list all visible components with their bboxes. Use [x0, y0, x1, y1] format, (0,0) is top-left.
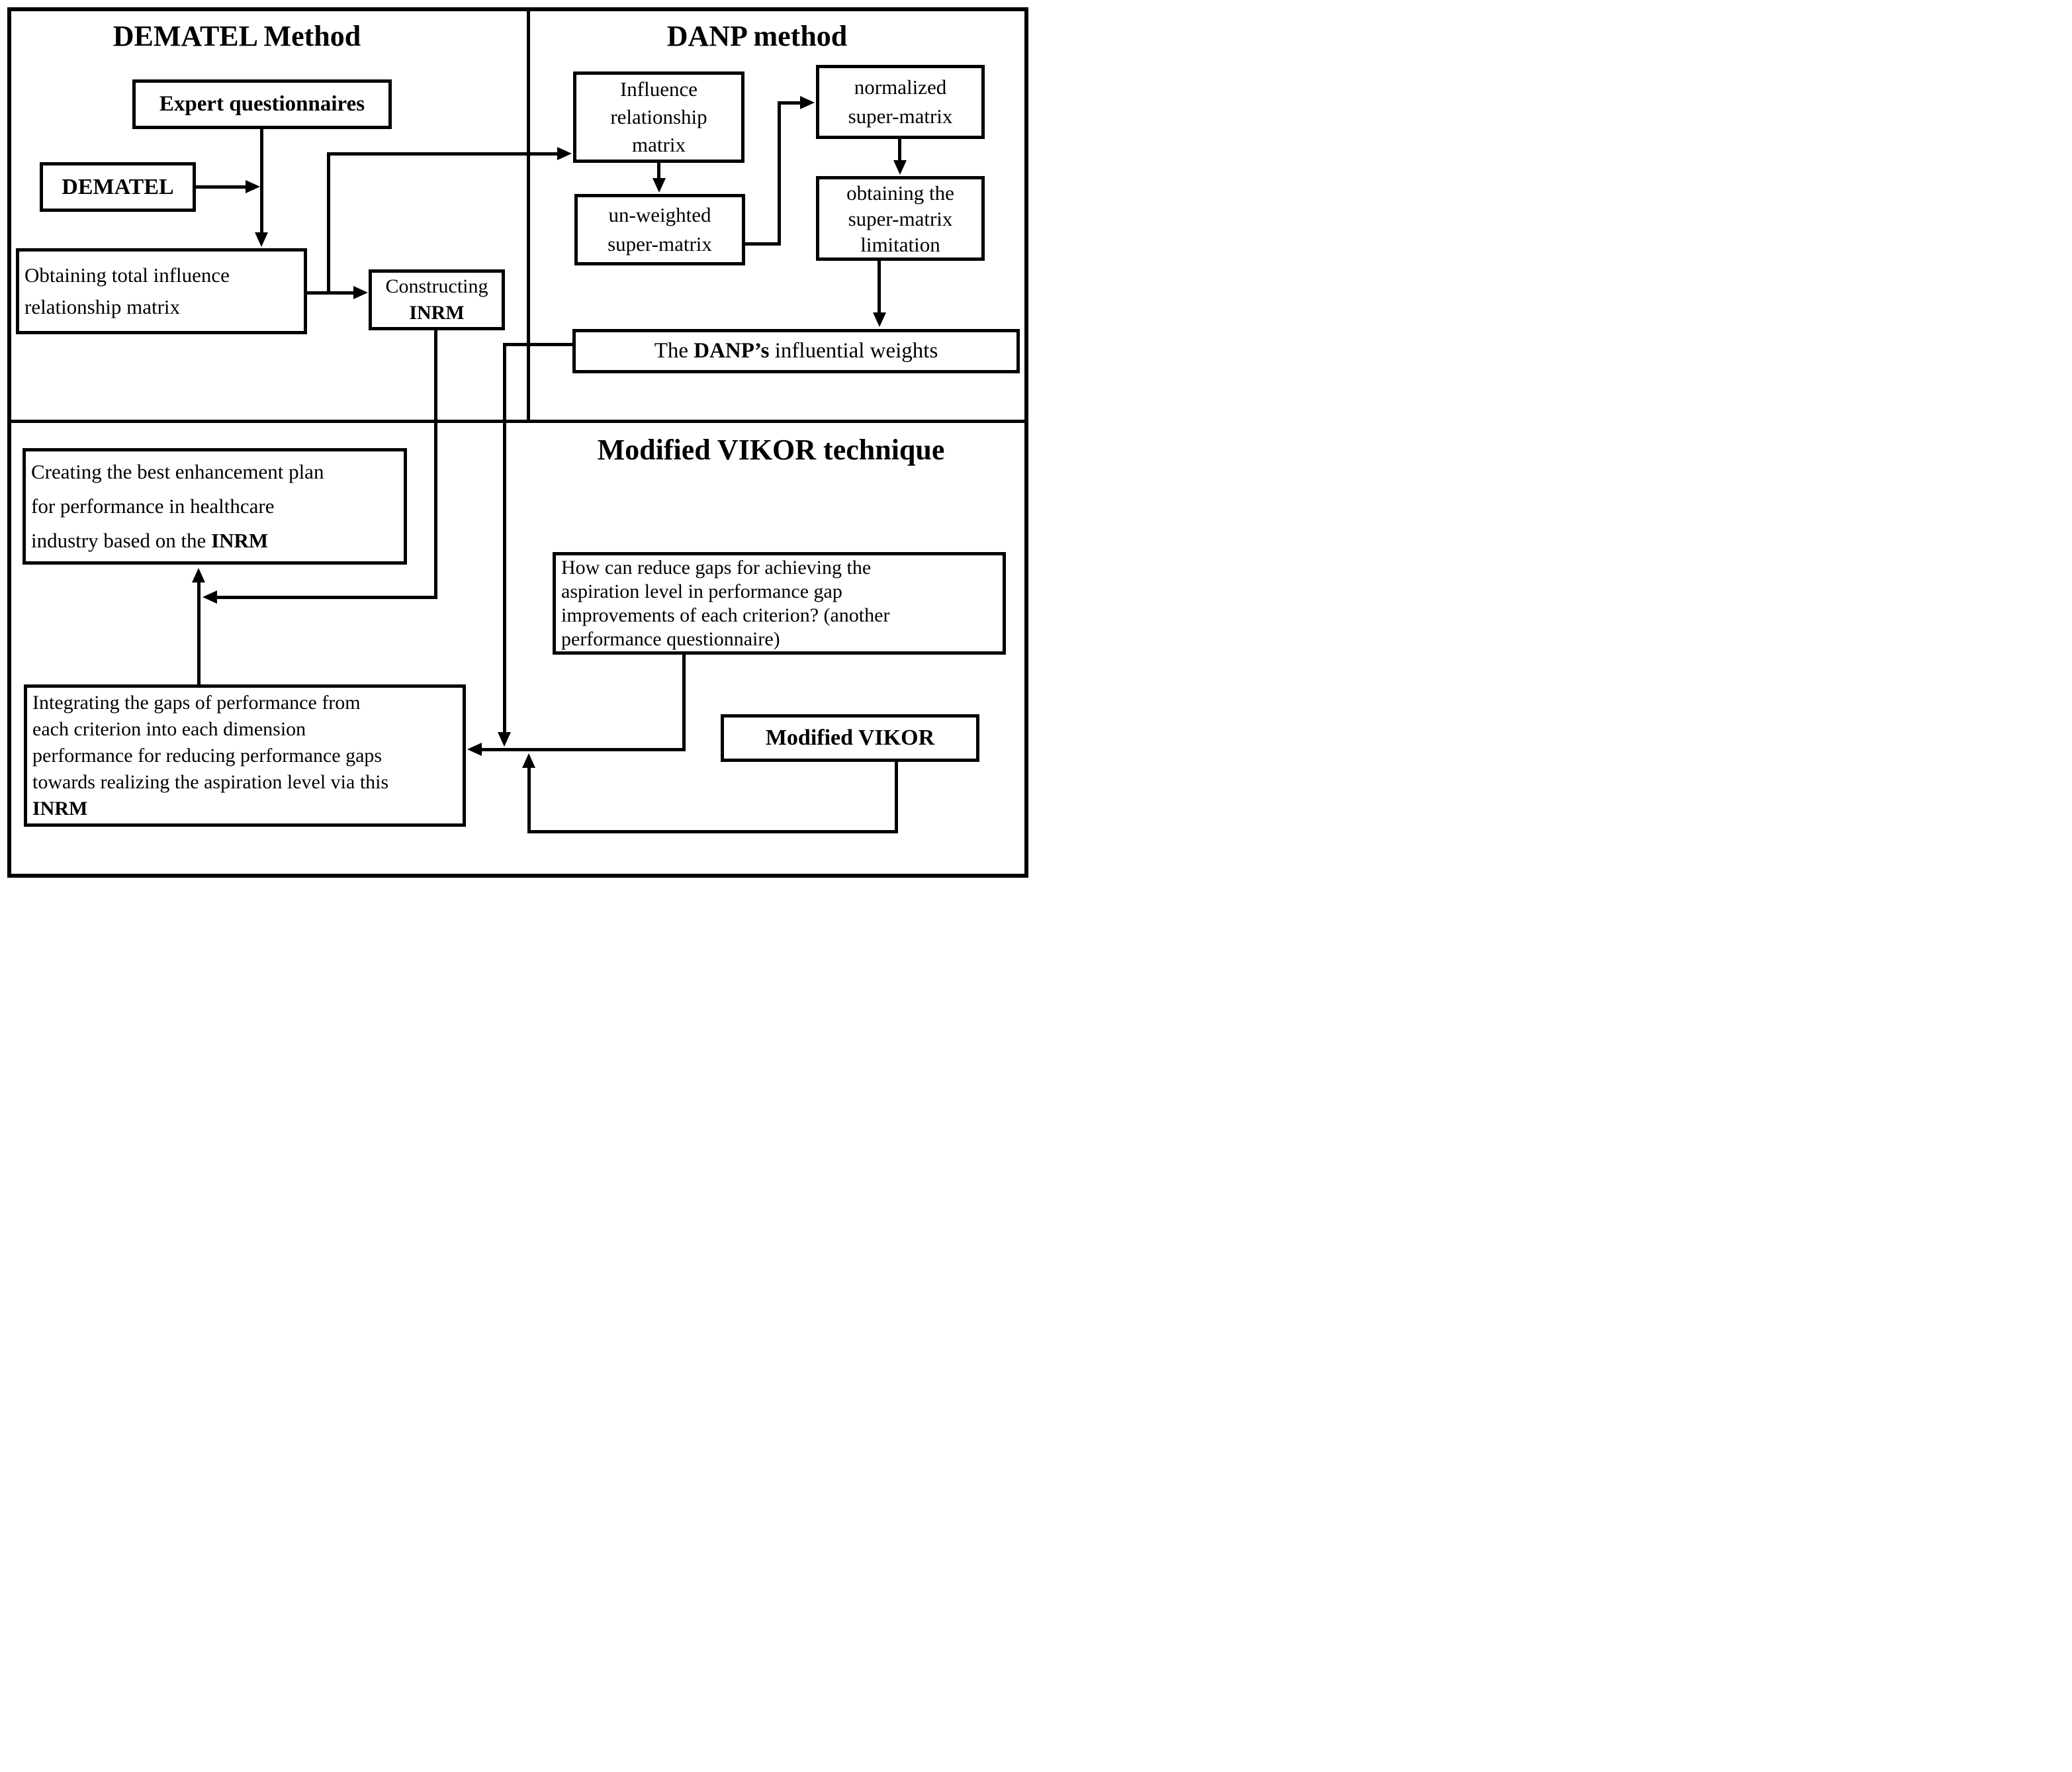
arrow-unweighted-to-normalized-head: [800, 96, 815, 109]
arrow-unweighted-to-normalized-h1: [745, 242, 781, 246]
flowchart-canvas: DEMATEL Method DANP method Modified VIKO…: [0, 0, 1036, 886]
section-title-dematel: DEMATEL Method: [113, 20, 361, 52]
normalized-line2: super-matrix: [848, 105, 953, 128]
arrow-vikor-return-head: [522, 753, 535, 768]
limitation-line2: super-matrix: [848, 207, 953, 230]
arrow-influence-to-unweighted-line: [657, 163, 660, 181]
box-creating-enhancement-plan: Creating the best enhancement plan for p…: [23, 448, 407, 565]
arrow-constructing-down-hline: [217, 596, 437, 599]
arrow-vikor-return-hline: [527, 830, 898, 833]
normalized-line1: normalized: [854, 75, 947, 99]
section-title-vikor: Modified VIKOR technique: [597, 434, 945, 466]
box-danp-influential-weights: The DANP’s influential weights: [572, 329, 1020, 373]
arrow-obtaining-to-constructing-head: [353, 286, 368, 299]
arrow-limitation-to-weights-head: [873, 312, 886, 327]
box-expert-questionnaires: Expert questionnaires: [132, 79, 392, 129]
creating-line3-bold: INRM: [211, 529, 269, 552]
arrow-howcan-to-integrating-head: [467, 743, 482, 756]
integrating-line3: performance for reducing performance gap…: [32, 744, 383, 767]
arrow-unweighted-to-normalized-vline: [778, 101, 781, 246]
obtaining-total-line2: relationship matrix: [24, 295, 181, 318]
constructing-line1: Constructing: [385, 275, 488, 297]
modified-vikor-label: Modified VIKOR: [765, 725, 935, 750]
creating-line3-prefix: industry based on the: [31, 529, 212, 552]
arrow-influence-to-unweighted-head: [653, 178, 666, 193]
integrating-line2: each criterion into each dimension: [32, 718, 306, 740]
influence-line3: matrix: [632, 133, 686, 156]
box-obtaining-total-influence: Obtaining total influence relationship m…: [16, 248, 307, 334]
constructing-inrm-bold: INRM: [409, 302, 465, 324]
limitation-line1: obtaining the: [846, 181, 954, 205]
constructing-line2: INRM: [409, 300, 464, 326]
arrow-unweighted-to-normalized-h2: [778, 101, 803, 105]
arrow-constructing-down-head: [203, 590, 217, 604]
danp-weights-bold: DANP’s: [694, 339, 770, 363]
integrating-inrm-bold: INRM: [32, 797, 88, 819]
arrow-howcan-to-integrating-vline: [682, 655, 686, 751]
dematel-label: DEMATEL: [62, 174, 174, 199]
box-integrating-gaps: Integrating the gaps of performance from…: [24, 684, 466, 827]
obtaining-total-line1: Obtaining total influence: [24, 263, 230, 287]
section-title-danp: DANP method: [666, 20, 848, 52]
box-normalized-supermatrix: normalized super-matrix: [816, 65, 985, 139]
arrow-to-influence-head: [557, 147, 572, 160]
horizontal-divider: [7, 420, 1028, 423]
arrow-vikor-return-v2: [527, 767, 531, 833]
arrow-weights-down-hline: [503, 343, 572, 346]
howcan-line1: How can reduce gaps for achieving the: [561, 556, 872, 579]
arrow-to-influence-vline: [327, 152, 330, 295]
danp-weights-prefix: The: [654, 339, 694, 363]
box-modified-vikor: Modified VIKOR: [721, 714, 979, 762]
outer-border: [7, 7, 1028, 878]
creating-line2: for performance in healthcare: [31, 494, 275, 518]
box-constructing-inrm: Constructing INRM: [369, 269, 505, 330]
arrow-dematel-line: [196, 185, 248, 189]
box-unweighted-supermatrix: un-weighted super-matrix: [574, 194, 745, 265]
influence-line1: Influence: [619, 77, 698, 101]
box-dematel: DEMATEL: [40, 162, 196, 212]
creating-line1: Creating the best enhancement plan: [31, 460, 324, 483]
box-how-can-reduce-gaps: How can reduce gaps for achieving the as…: [553, 552, 1006, 655]
box-supermatrix-limitation: obtaining the super-matrix limitation: [816, 176, 985, 261]
howcan-line2: aspiration level in performance gap: [561, 580, 842, 602]
arrow-expert-to-obtaining-head: [255, 232, 268, 247]
arrow-constructing-down-vline: [434, 330, 437, 599]
box-influence-relationship-matrix: Influence relationship matrix: [573, 71, 744, 163]
danp-weights-suffix: influential weights: [769, 339, 938, 363]
integrating-line5: INRM: [32, 796, 87, 822]
creating-line3: industry based on the INRM: [31, 524, 268, 558]
arrow-howcan-to-integrating-hline: [480, 748, 686, 751]
integrating-line1: Integrating the gaps of performance from: [32, 691, 361, 714]
arrow-integrating-to-creating-line: [197, 581, 201, 684]
unweighted-line2: super-matrix: [608, 232, 712, 256]
danp-weights-label: The DANP’s influential weights: [654, 339, 938, 363]
expert-questionnaires-label: Expert questionnaires: [159, 92, 365, 116]
howcan-line3: improvements of each criterion? (another: [561, 604, 890, 626]
arrow-normalized-to-limitation-head: [893, 160, 907, 175]
vertical-divider: [527, 7, 530, 423]
arrow-weights-down-vline: [503, 343, 506, 732]
arrow-dematel-head: [246, 180, 260, 193]
arrow-expert-to-obtaining-line: [260, 129, 263, 234]
influence-line2: relationship: [610, 105, 707, 128]
arrow-vikor-return-v1: [895, 762, 898, 833]
arrow-normalized-to-limitation-line: [898, 139, 901, 163]
howcan-line4: performance questionnaire): [561, 628, 780, 650]
arrow-obtaining-to-constructing-line: [307, 291, 356, 295]
arrow-to-influence-hline: [327, 152, 562, 156]
arrow-weights-down-head: [498, 732, 511, 747]
arrow-integrating-to-creating-head: [192, 568, 205, 583]
unweighted-line1: un-weighted: [608, 203, 711, 226]
integrating-line4: towards realizing the aspiration level v…: [32, 770, 389, 793]
limitation-line3: limitation: [860, 232, 940, 256]
arrow-limitation-to-weights-line: [878, 261, 881, 315]
